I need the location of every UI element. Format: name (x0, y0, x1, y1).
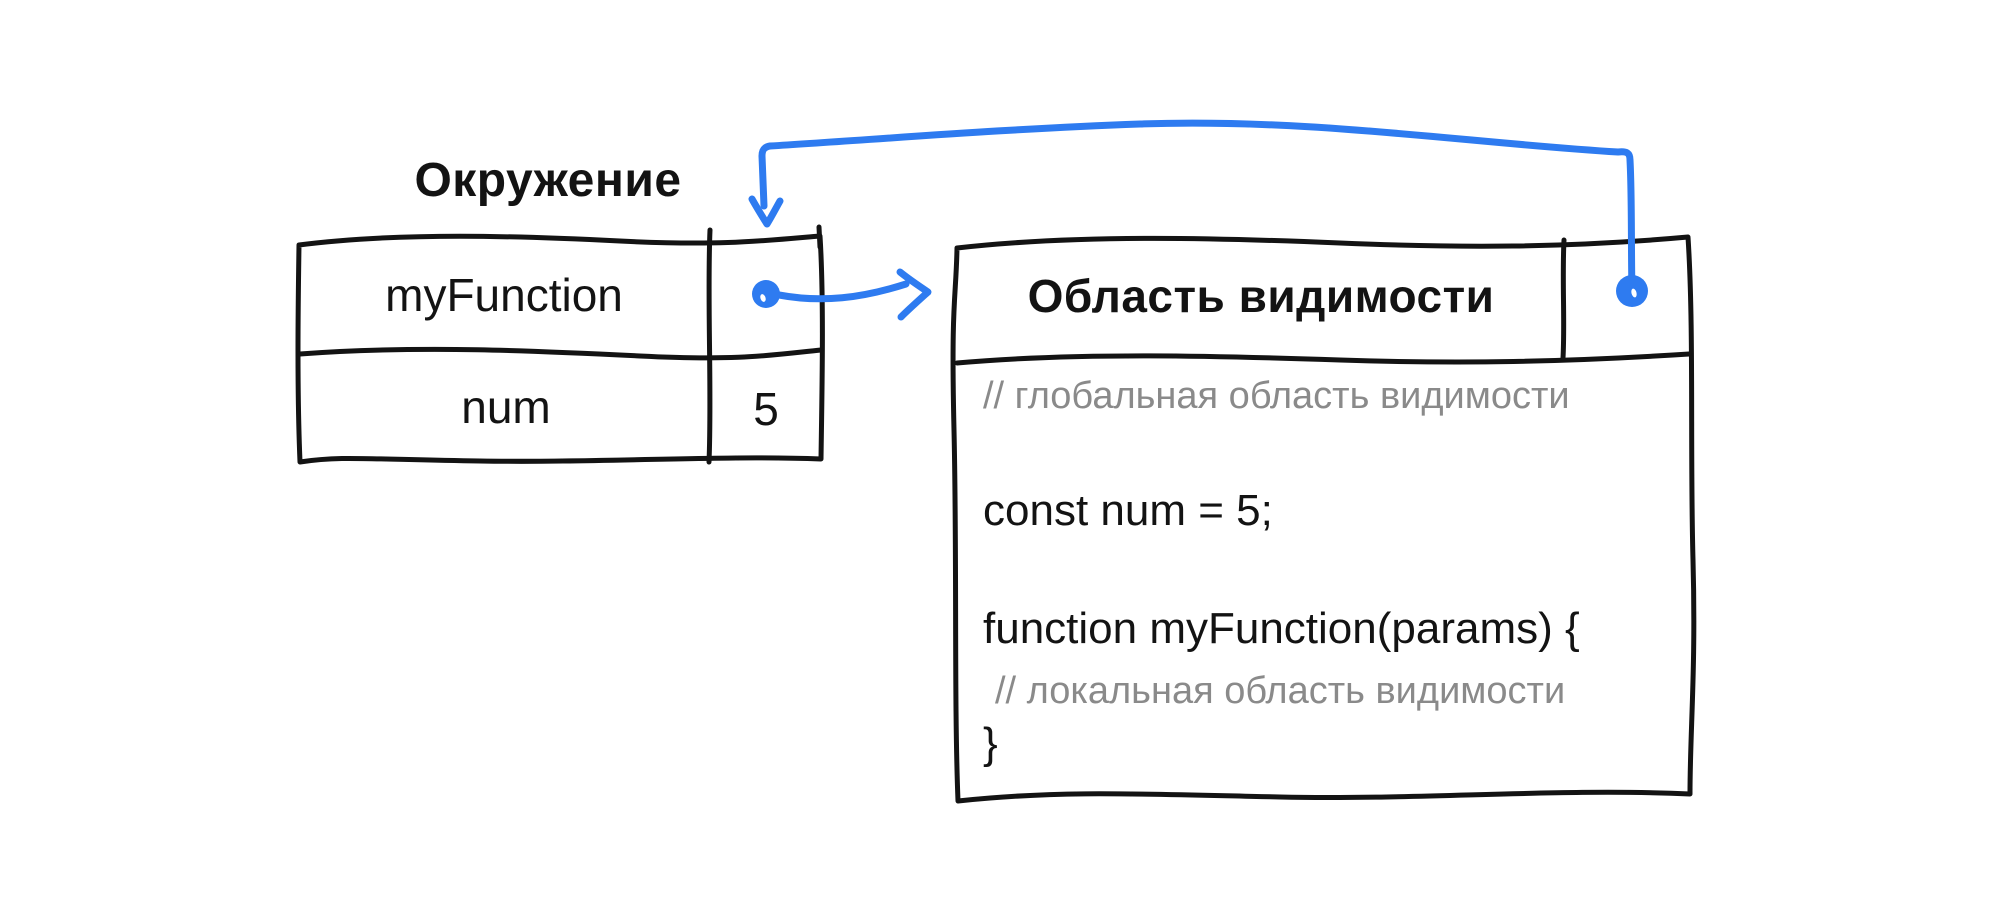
code-const-num: const num = 5; (983, 486, 1273, 535)
environment-row-value-num: 5 (753, 383, 779, 435)
pointer-dot (752, 280, 780, 308)
pointer-dots (752, 275, 1648, 308)
environment-row-name-myfunction: myFunction (385, 269, 623, 321)
arrows (748, 119, 1636, 321)
scope-box-outline (950, 234, 1697, 804)
pointer-dot-fleck (760, 294, 766, 302)
pointer-arrow-head (896, 268, 932, 321)
scope-box-frame (950, 234, 1697, 804)
outer-scope-arrow-line (758, 119, 1636, 296)
scope-header-divider (954, 351, 1692, 366)
environment-table-frame (295, 224, 825, 465)
environment-value-column-divider (706, 227, 713, 465)
environment-table-outline (295, 233, 825, 465)
environment-title: Окружение (414, 154, 682, 207)
environment-row-divider (297, 346, 824, 361)
code-comment-local-scope: // локальная область видимости (995, 670, 1566, 712)
scope-title: Область видимости (1027, 270, 1495, 322)
outer-scope-arrow-head (748, 195, 784, 228)
pointer-dot-fleck (1631, 288, 1637, 298)
scope-header-cell-divider (1560, 237, 1567, 361)
code-closing-brace: } (983, 719, 998, 768)
code-comment-global-scope: // глобальная область видимости (983, 375, 1570, 417)
code-function-declaration: function myFunction(params) { (983, 604, 1580, 653)
environment-corner-tick (816, 224, 823, 250)
environment-row-name-num: num (461, 381, 551, 433)
pointer-arrow-line (775, 280, 910, 303)
